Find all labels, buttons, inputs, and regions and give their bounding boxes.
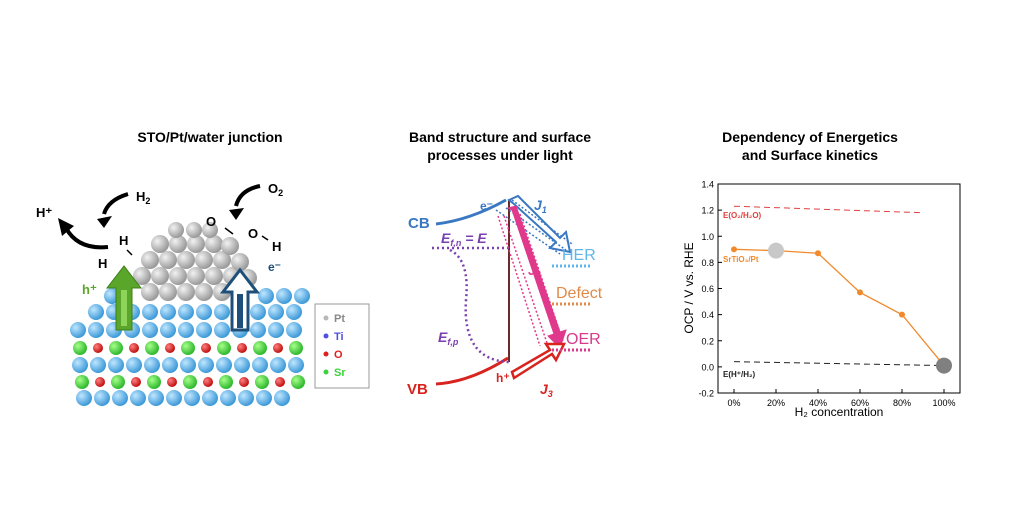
legend-item-ti: Ti [323,331,344,343]
x-tick-label: 40% [809,398,827,408]
x-axis-ticks: 0% 20% 40% 60% 80% 100% [727,389,956,408]
y-tick-label: 1.2 [701,206,714,216]
series-line-srtio3-pt [733,248,945,366]
y-axis-ticks: -0.2 0.0 0.2 0.4 0.6 0.8 1.0 1.2 1.4 [698,180,722,399]
svg-text:Ti: Ti [334,331,344,343]
panel-title-dependency: Dependency of Energetics and Surface kin… [680,128,940,164]
label-h-c: H [272,239,281,254]
legend-item-o: O [323,349,343,361]
svg-text:O: O [334,349,343,361]
svg-text:Sr: Sr [334,367,346,379]
electron-transfer-arrow [219,267,261,332]
x-tick-label: 0% [727,398,740,408]
label-hole: h⁺ [82,282,97,297]
ref-line-o2-h2o [733,205,924,214]
y-tick-label: -0.2 [698,389,714,399]
label-e-o2-h2o: E(O₂/H₂O) [723,211,762,220]
label-o2: O2 [268,181,283,198]
data-point [731,246,737,253]
panel-title-band-structure-line1: Band structure and surface [408,129,592,145]
data-point [899,311,905,318]
panel-title-dependency-line2: and Surface kinetics [741,147,879,163]
panel-title-dependency-line1: Dependency of Energetics [722,129,898,145]
label-e-h-h2: E(H⁺/H₂) [723,370,756,379]
y-tick-label: 0.0 [701,362,714,372]
bond-h-h [126,249,133,256]
x-tick-label: 20% [767,398,785,408]
y-tick-label: 1.4 [701,180,714,190]
bond-o-h [261,235,269,241]
legend-item-sr: Sr [323,367,346,379]
marker-20-percent [768,242,784,259]
label-h-b: H [98,256,107,271]
x-axis-label: H₂ concentration [795,405,884,419]
atom-legend: Pt Ti O Sr [314,303,370,389]
reference-lines [733,205,945,367]
x-tick-label: 60% [851,398,869,408]
data-point [857,289,863,296]
x-tick-label: 100% [932,398,955,408]
y-tick-label: 0.8 [701,258,714,268]
label-h-a: H [119,233,128,248]
label-o-a: O [206,214,216,229]
x-tick-label: 80% [893,398,911,408]
slab-layer-3 [72,357,304,373]
hole-transfer-arrow [105,265,143,331]
bond-o-o [224,227,234,235]
panel-title-band-structure-line2: processes under light [427,147,573,163]
slab-layer-5 [76,390,290,406]
y-tick-label: 0.2 [701,336,714,346]
y-axis-label: OCP / V vs. RHE [682,242,696,333]
label-o-b: O [248,226,258,241]
label-h-plus: H⁺ [36,205,52,220]
slab-layer-4 [75,375,305,389]
legend-item-pt: Pt [323,313,345,325]
curved-arrow-o2 [229,184,261,220]
series-layer [731,246,947,369]
curved-arrow-h2 [97,192,129,228]
slab-layer-2 [73,341,303,355]
highlight-markers [768,242,952,374]
y-tick-label: 1.0 [701,232,714,242]
y-tick-label: 0.4 [701,310,714,320]
ref-line-h-h2 [733,361,945,367]
y-tick-label: 0.6 [701,284,714,294]
data-point [815,250,821,257]
panel-title-band-structure: Band structure and surface processes und… [370,128,630,164]
svg-text:Pt: Pt [334,313,345,325]
marker-100-percent [936,357,952,374]
label-series-srtio3-pt: SrTiO₃/Pt [723,255,759,264]
label-h2: H2 [136,189,150,206]
curved-arrow-h-plus [58,218,109,250]
panel-title-junction: STO/Pt/water junction [137,129,283,145]
label-electron: e⁻ [268,260,281,274]
